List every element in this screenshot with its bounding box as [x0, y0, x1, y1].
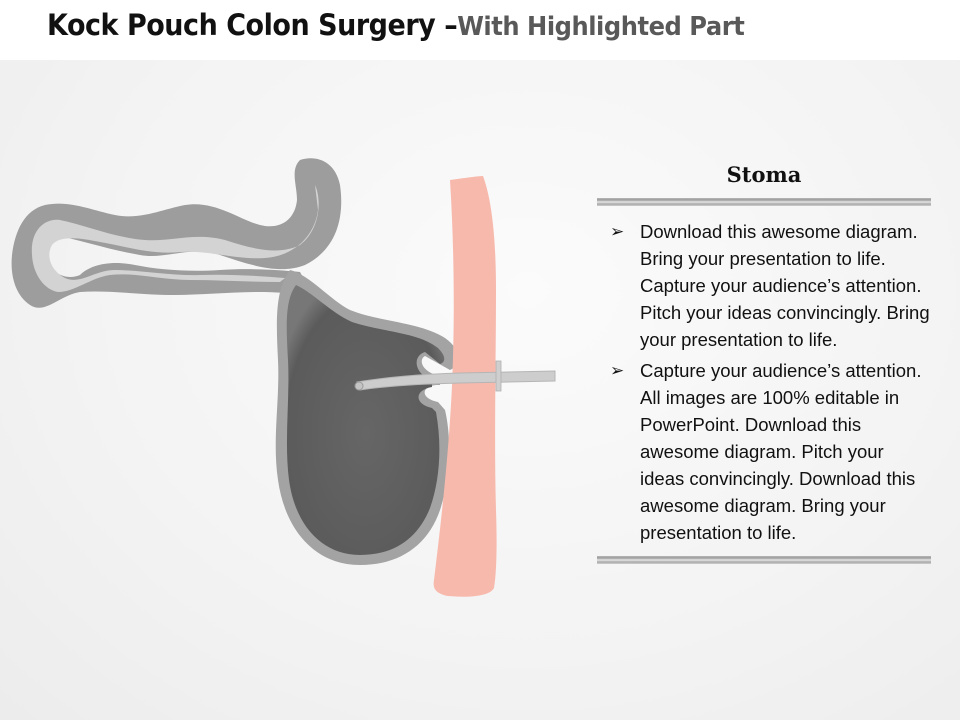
abdominal-wall-icon — [433, 176, 497, 597]
slide-title: Kock Pouch Colon Surgery –With Highlight… — [47, 8, 745, 42]
bottom-divider — [597, 556, 931, 564]
bullet-item: ➢ Capture your audience’s attention. All… — [597, 357, 931, 546]
kock-pouch-illustration — [11, 158, 556, 597]
title-sub: With Highlighted Part — [457, 12, 745, 42]
kock-pouch-icon — [275, 270, 459, 565]
arrowhead-bullet-icon: ➢ — [610, 361, 625, 380]
panel-heading: Stoma — [726, 162, 802, 187]
title-bar: Kock Pouch Colon Surgery –With Highlight… — [0, 0, 960, 60]
title-main: Kock Pouch Colon Surgery – — [47, 8, 458, 42]
slide-canvas: Stoma ➢ Download this awesome diagram. B… — [0, 60, 960, 720]
arrowhead-bullet-icon: ➢ — [610, 222, 625, 241]
small-intestine-icon — [11, 158, 342, 308]
top-divider — [597, 198, 931, 206]
catheter-icon — [354, 360, 556, 392]
bullet-list: ➢ Download this awesome diagram. Bring y… — [597, 218, 931, 546]
stoma-info-panel: Stoma ➢ Download this awesome diagram. B… — [597, 160, 931, 564]
bullet-text: Capture your audience’s attention. All i… — [640, 360, 922, 543]
bullet-item: ➢ Download this awesome diagram. Bring y… — [597, 218, 931, 353]
bullet-text: Download this awesome diagram. Bring you… — [640, 221, 930, 350]
